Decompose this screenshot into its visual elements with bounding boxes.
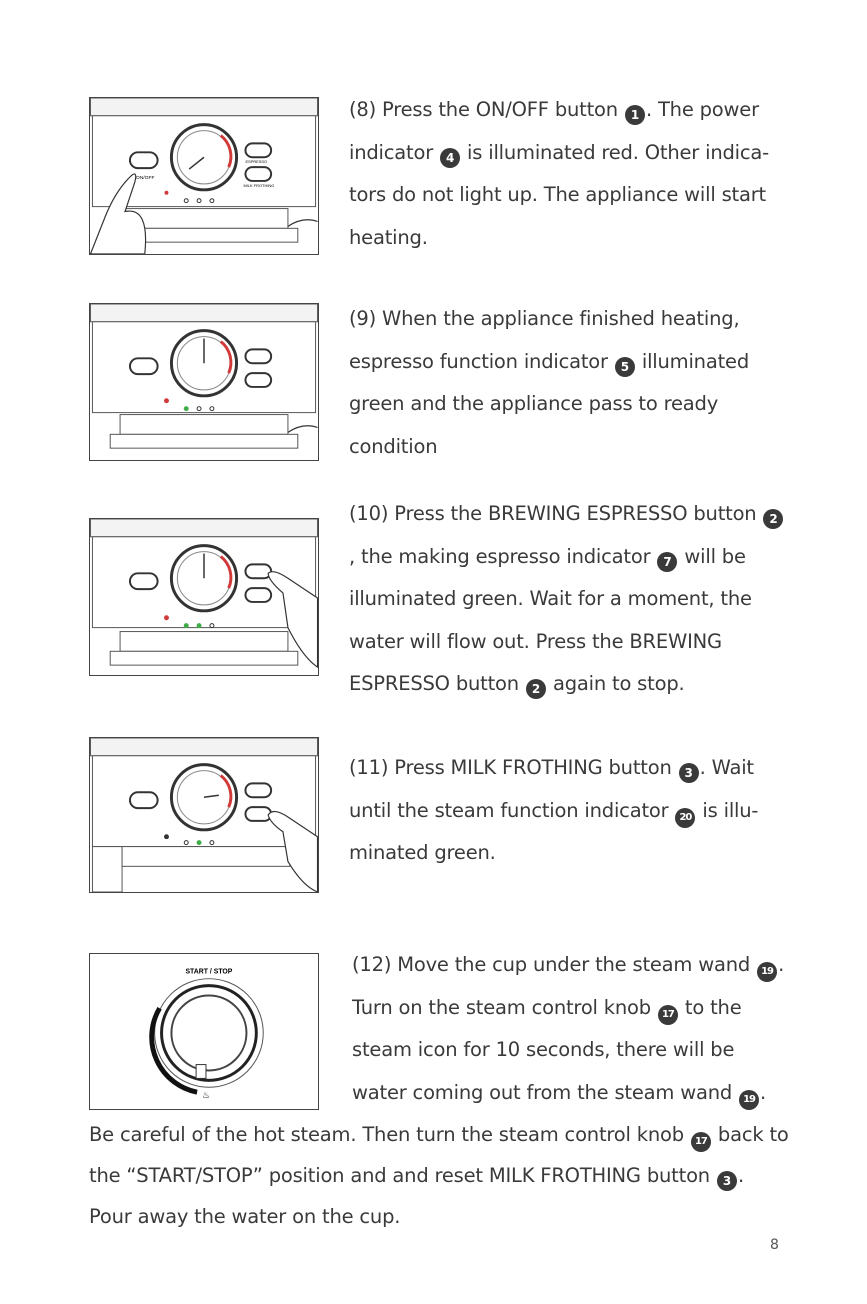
callout-4-icon: 4	[440, 147, 461, 168]
hand-illustration	[267, 571, 318, 669]
espresso-ready-indicator	[183, 406, 189, 412]
callout-17-icon: 17	[657, 1004, 678, 1025]
steam-function-indicator	[196, 840, 202, 846]
steam-knob-illustration: START / STOP ♨	[149, 969, 264, 1100]
callout-2-icon: 2	[763, 509, 784, 529]
step-10-text: (10) Press the BREWING ESPRESSO button 2…	[349, 493, 789, 706]
step-8-text: (8) Press the ON/OFF button 1. The power…	[349, 98, 769, 249]
machine-illustration-ready	[90, 304, 318, 449]
step-12-continuation-text: Be careful of the hot steam. Then turn t…	[89, 1123, 789, 1228]
machine-illustration-espresso	[90, 519, 318, 669]
figure-step-12: START / STOP ♨	[89, 953, 319, 1110]
knob-label: START / STOP	[185, 969, 232, 976]
power-indicator	[164, 190, 169, 195]
step-11-text: (11) Press MILK FROTHING button 3. Wait …	[349, 756, 759, 864]
figure-step-9	[89, 303, 319, 461]
hand-illustration	[90, 173, 147, 254]
figure-step-8: ON/OFF ESPRESSO MILK FROTHING	[89, 97, 319, 255]
callout-3-icon: 3	[678, 763, 699, 783]
step-9-text: (9) When the appliance finished heating,…	[349, 307, 750, 458]
callout-19-icon: 19	[757, 962, 778, 982]
steam-icon: ♨	[202, 1090, 210, 1100]
machine-illustration-power: ON/OFF ESPRESSO MILK FROTHING	[90, 98, 318, 254]
onoff-label: ON/OFF	[136, 175, 155, 181]
callout-7-icon: 7	[657, 551, 678, 572]
page-number: 8	[770, 1237, 779, 1253]
figure-step-10	[89, 518, 319, 676]
figure-step-11	[89, 737, 319, 893]
hand-illustration	[267, 810, 318, 892]
espresso-label: ESPRESSO	[245, 159, 267, 164]
step-12-text: (12) Move the cup under the steam wand 1…	[352, 944, 789, 1114]
callout-5-icon: 5	[614, 356, 635, 377]
making-espresso-indicator	[196, 623, 202, 629]
milk-frothing-label: MILK FROTHING	[243, 183, 274, 188]
callout-2-icon: 2	[525, 679, 546, 699]
machine-illustration-milk	[90, 738, 318, 892]
callout-20-icon: 20	[675, 807, 696, 828]
callout-1-icon: 1	[624, 105, 645, 125]
rotation-arrow	[149, 1007, 198, 1095]
callout-3-icon: 3	[716, 1171, 737, 1191]
callout-17-icon: 17	[690, 1132, 711, 1152]
callout-19-icon: 19	[739, 1089, 760, 1110]
